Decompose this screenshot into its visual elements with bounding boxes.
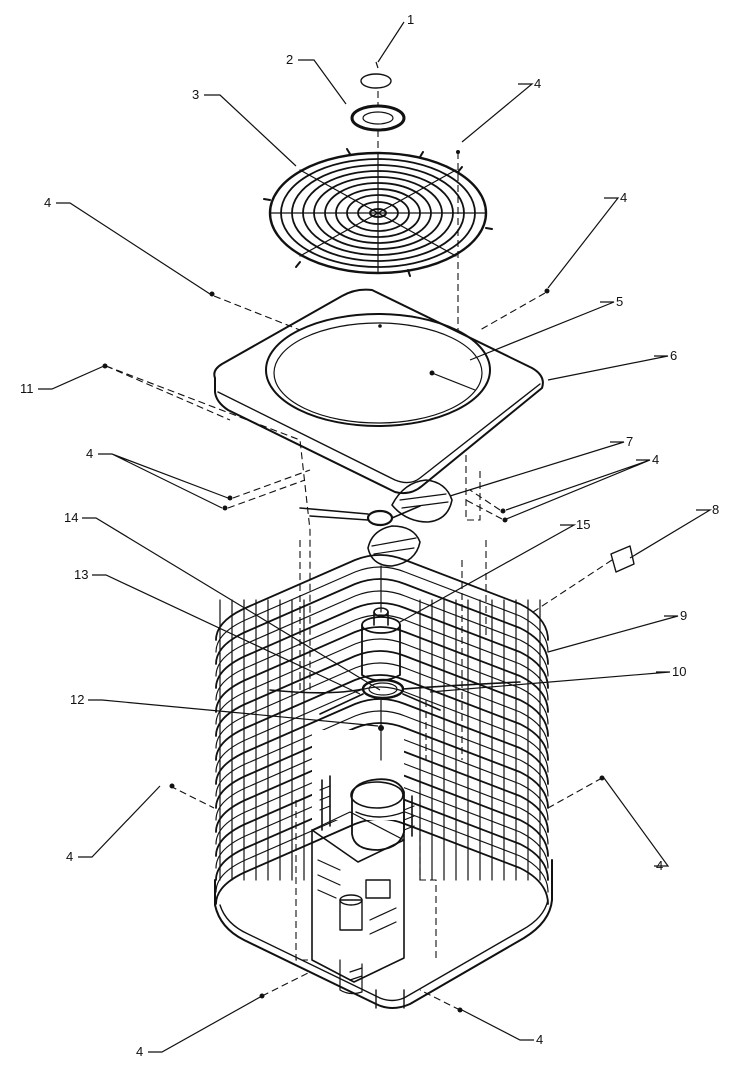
callout-8: 8 <box>712 502 719 517</box>
part-motor-mount <box>269 678 521 761</box>
callout-2: 2 <box>286 52 293 67</box>
part-top-panel <box>213 288 544 495</box>
coil-loop <box>215 818 549 905</box>
callout-labels: 1 2 3 4 4 4 5 6 11 4 7 4 8 14 15 13 9 10… <box>20 12 719 1059</box>
callout-7: 7 <box>626 434 633 449</box>
callout-4-left-mid: 4 <box>86 446 93 461</box>
callout-3: 3 <box>192 87 199 102</box>
part-ring <box>350 104 406 132</box>
callout-4-left-top: 4 <box>44 195 51 210</box>
part-cap <box>360 73 392 89</box>
leader-lines <box>38 21 713 1053</box>
callout-13: 13 <box>74 567 88 582</box>
callout-4-bottom-right: 4 <box>536 1032 543 1047</box>
callout-1: 1 <box>407 12 414 27</box>
callout-12: 12 <box>70 692 84 707</box>
part-base-cabinet <box>214 859 553 1009</box>
callout-4-right-mid: 4 <box>652 452 659 467</box>
callout-10: 10 <box>672 664 686 679</box>
callout-14: 14 <box>64 510 78 525</box>
part-label-plate <box>610 545 635 573</box>
part-fan-guard <box>263 148 493 277</box>
callout-4-right-top: 4 <box>620 190 627 205</box>
screw-markers <box>102 150 605 1013</box>
callout-6: 6 <box>670 348 677 363</box>
part-condenser-coil <box>215 554 549 905</box>
part-control-box <box>311 775 415 995</box>
part-fan-blade <box>299 479 453 567</box>
callout-4-grille: 4 <box>534 76 541 91</box>
callout-9: 9 <box>680 608 687 623</box>
callout-15: 15 <box>576 517 590 532</box>
callout-4-bottom-left: 4 <box>136 1044 143 1059</box>
assembly-lines <box>105 91 613 1011</box>
callout-4-left-low: 4 <box>66 849 73 864</box>
callout-4-right-low: 4 <box>656 858 663 873</box>
callout-11: 11 <box>20 381 34 396</box>
callout-5: 5 <box>616 294 623 309</box>
